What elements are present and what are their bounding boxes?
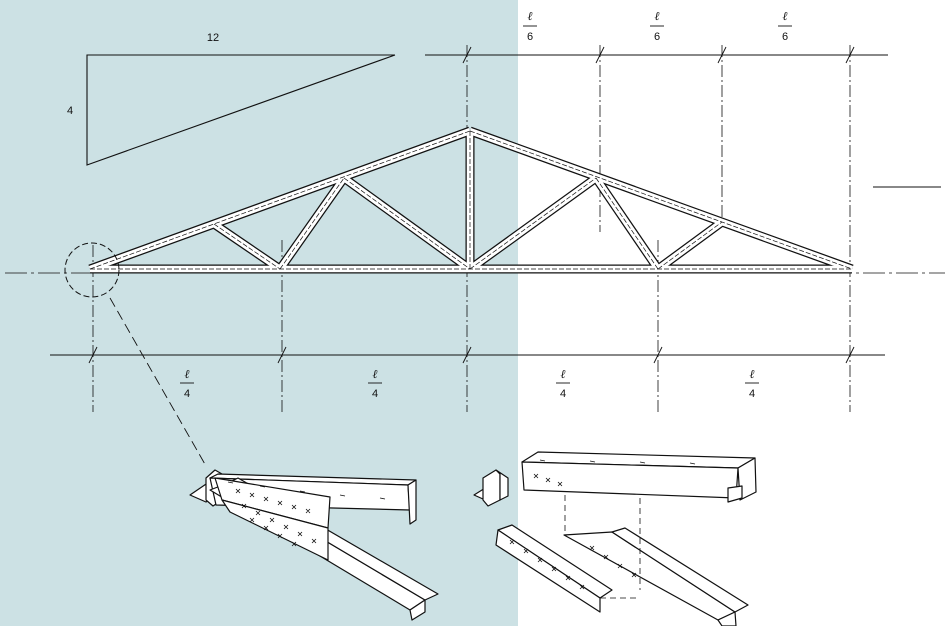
assembly-guide-lines bbox=[564, 495, 641, 599]
detail-leader-line bbox=[109, 297, 207, 467]
truss bbox=[88, 126, 854, 274]
top-dimension-label-3: ℓ 6 bbox=[778, 9, 792, 43]
top-dim-1-numerator: ℓ bbox=[528, 9, 533, 23]
bottom-dim-3-denominator: 4 bbox=[560, 388, 566, 400]
slope-rise-label: 4 bbox=[67, 105, 73, 117]
bottom-dim-3-numerator: ℓ bbox=[561, 367, 566, 381]
top-dimension-label-1: ℓ 6 bbox=[523, 9, 537, 43]
connection-detail-exploded bbox=[473, 451, 757, 626]
connection-detail-assembled bbox=[189, 469, 439, 621]
bottom-dimension-label-4: ℓ 4 bbox=[745, 367, 759, 400]
top-dim-2-numerator: ℓ bbox=[655, 9, 660, 23]
top-dim-3-denominator: 6 bbox=[782, 31, 788, 43]
bottom-dim-1-numerator: ℓ bbox=[185, 367, 190, 381]
bottom-dimension-label-2: ℓ 4 bbox=[368, 367, 382, 400]
top-dim-2-denominator: 6 bbox=[654, 31, 660, 43]
bottom-dim-1-denominator: 4 bbox=[184, 388, 190, 400]
bottom-dim-4-numerator: ℓ bbox=[750, 367, 755, 381]
top-dim-3-numerator: ℓ bbox=[783, 9, 788, 23]
bottom-dimension-label-3: ℓ 4 bbox=[556, 367, 570, 400]
detail-callout-circle bbox=[64, 242, 120, 298]
top-dim-1-denominator: 6 bbox=[527, 31, 533, 43]
slope-triangle: 12 4 bbox=[67, 32, 396, 166]
bottom-dim-4-denominator: 4 bbox=[749, 388, 755, 400]
connection-detail-exploded-bolts bbox=[509, 459, 696, 590]
top-dimension-line bbox=[425, 46, 888, 64]
bottom-dimension-label-1: ℓ 4 bbox=[180, 367, 194, 400]
top-dimension-label-2: ℓ 6 bbox=[650, 9, 664, 43]
slope-run-label: 12 bbox=[207, 32, 219, 44]
bottom-dimension-line bbox=[50, 346, 885, 364]
connection-detail-assembled-bolts bbox=[227, 481, 386, 547]
bottom-dim-2-denominator: 4 bbox=[372, 388, 378, 400]
slope-triangle-outline bbox=[86, 54, 396, 166]
bottom-dim-2-numerator: ℓ bbox=[373, 367, 378, 381]
